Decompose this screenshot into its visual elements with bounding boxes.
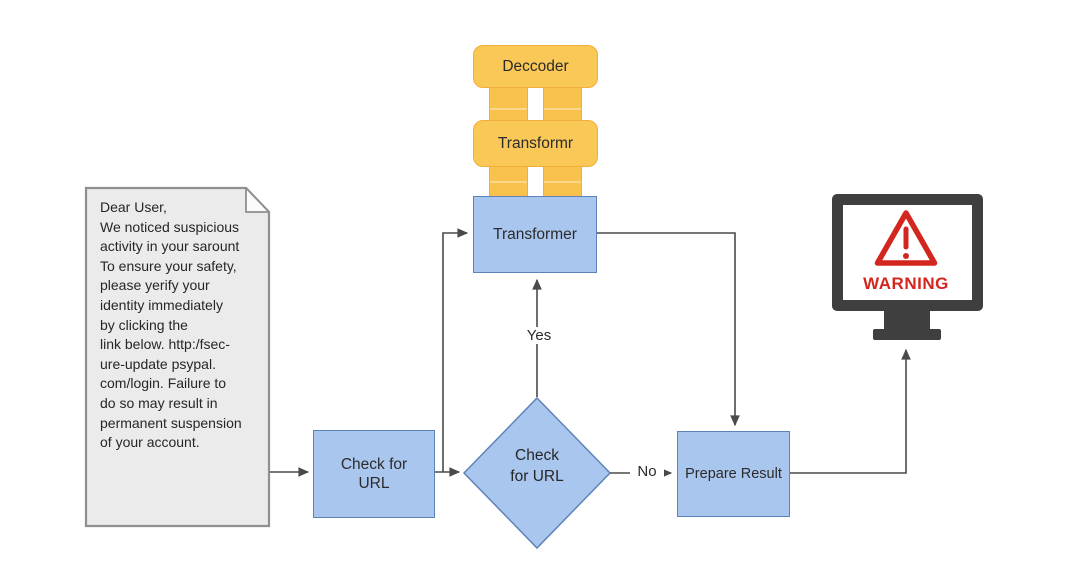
pillar-segment-line — [544, 181, 581, 183]
check-url-box-node: Check for URL — [313, 430, 435, 518]
transformer-node: Transformer — [473, 196, 597, 273]
connector-transformer-to-prepare — [597, 232, 740, 427]
check-url-decision-label: Check for URL — [510, 447, 564, 485]
check-url-decision-shape — [462, 396, 612, 550]
transformer-label: Transformer — [493, 225, 577, 243]
transformr-node: Transformr — [473, 120, 598, 167]
edge-label-no: No — [630, 463, 664, 480]
phishing-email-text: Dear User, We noticed suspicious activit… — [100, 199, 242, 451]
prepare-result-label: Prepare Result — [685, 465, 782, 482]
connector-branch-to-transformer — [442, 228, 469, 472]
pillar-segment-line — [490, 108, 527, 110]
decoder-label: Deccoder — [502, 57, 569, 75]
decoder-node: Deccoder — [473, 45, 598, 88]
warning-triangle-icon — [874, 210, 938, 266]
check-url-box-label: Check for URL — [340, 455, 408, 492]
prepare-result-node: Prepare Result — [677, 431, 790, 517]
pillar-segment-line — [544, 108, 581, 110]
warning-text: WARNING — [863, 274, 949, 293]
pillar-segment-line — [490, 181, 527, 183]
connector-prepare-to-monitor — [790, 348, 911, 474]
edge-label-yes: Yes — [518, 327, 560, 344]
document-sheet-icon — [84, 186, 271, 528]
transformr-label: Transformr — [497, 134, 574, 152]
